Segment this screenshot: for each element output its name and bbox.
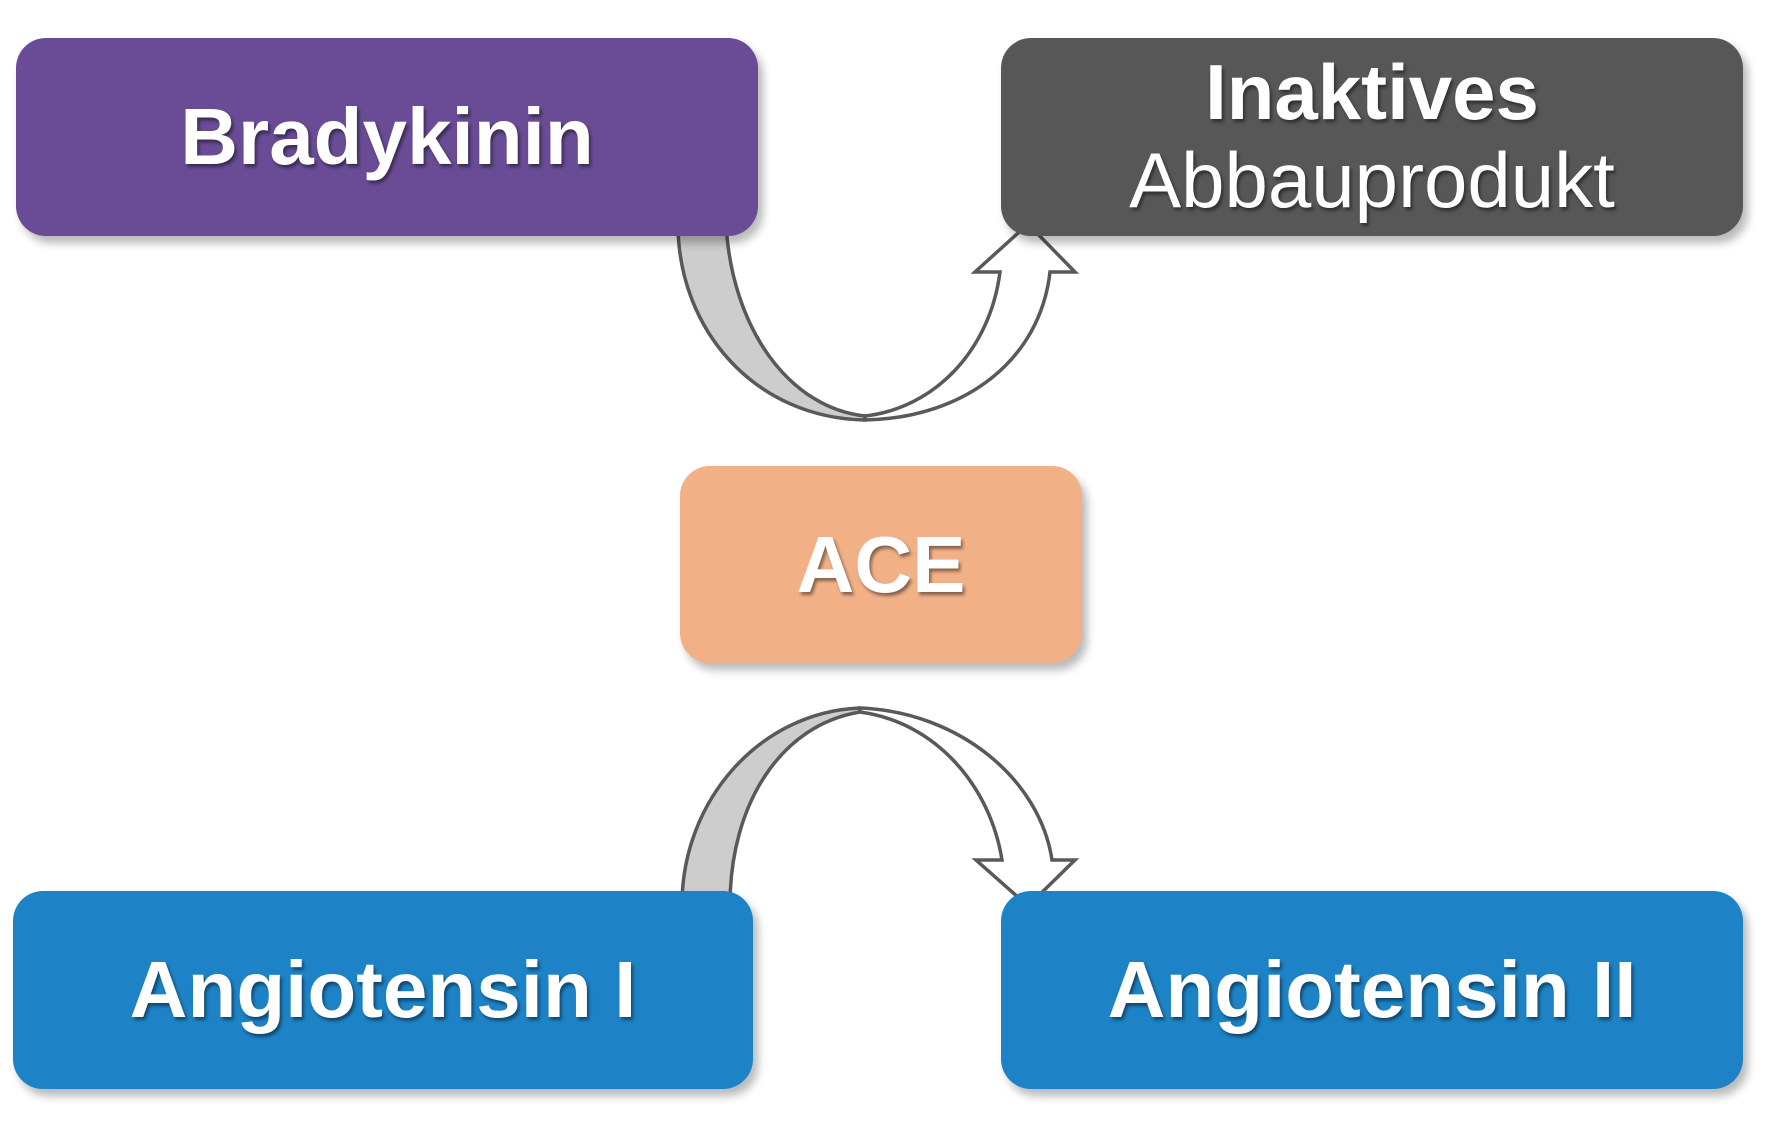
arrow-top-tail	[676, 222, 867, 422]
ace-box: ACE	[680, 466, 1082, 663]
inactive-product-line2: Abbauprodukt	[1129, 136, 1615, 224]
inactive-product-line1: Inaktives	[1205, 48, 1539, 137]
arrow-bottom-tail	[680, 706, 862, 907]
angiotensin-2-label: Angiotensin II	[1107, 945, 1637, 1034]
bradykinin-box: Bradykinin	[16, 38, 758, 236]
ace-label: ACE	[796, 519, 966, 609]
inactive-product-box: Inaktives Abbauprodukt	[1001, 38, 1743, 236]
angiotensin-1-label: Angiotensin I	[129, 945, 637, 1034]
arrow-angio1-to-angio2	[680, 706, 1080, 909]
arrow-top-head	[863, 221, 1080, 422]
arrow-bradykinin-to-inaktives	[676, 221, 1080, 422]
angiotensin-1-box: Angiotensin I	[13, 891, 753, 1089]
arrow-bottom-head	[858, 706, 1080, 909]
angiotensin-2-box: Angiotensin II	[1001, 891, 1743, 1089]
bradykinin-label: Bradykinin	[180, 92, 594, 181]
